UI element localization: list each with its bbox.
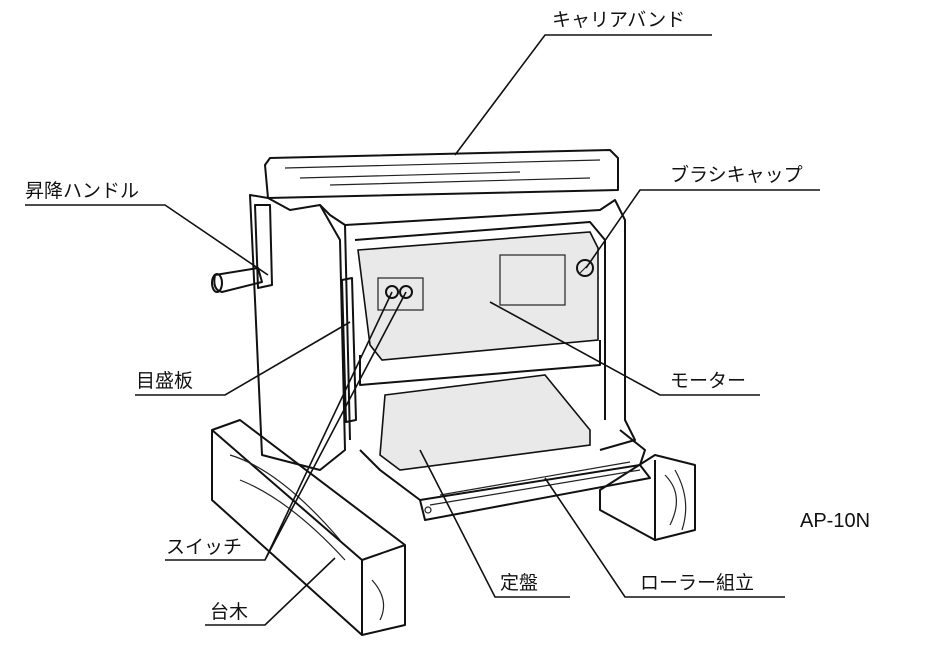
label-carrier-band: キャリアバンド (552, 9, 686, 31)
brush-cap (576, 259, 594, 277)
machine-body (211, 149, 651, 521)
label-brush-cap: ブラシキャップ (670, 164, 803, 186)
leader-motor (489, 301, 760, 396)
motor-nameplate (499, 254, 566, 306)
lift-handle (254, 204, 273, 289)
label-base-block: 台木 (210, 601, 249, 623)
scale-plate (341, 277, 357, 423)
leader-carrier-band (454, 34, 712, 156)
leader-scale-plate (135, 321, 351, 396)
switch-button-on (385, 285, 399, 299)
leader-roller-assembly (544, 477, 785, 598)
label-lift-handle: 昇降ハンドル (25, 180, 140, 202)
base-block-right (599, 454, 696, 541)
leader-base-block (205, 557, 336, 626)
label-roller-assembly: ローラー組立 (640, 572, 755, 594)
leader-switch (165, 291, 407, 561)
label-motor: モーター (670, 370, 747, 392)
label-table: 定盤 (500, 572, 539, 594)
leader-lines (25, 34, 820, 626)
table-surface (379, 374, 591, 471)
roller-assembly (429, 461, 641, 506)
label-scale-plate: 目盛板 (136, 370, 194, 392)
switch-plate (377, 277, 424, 311)
leader-brush-cap (585, 189, 820, 269)
label-switch: スイッチ (166, 536, 243, 558)
switch-button-off (399, 285, 413, 299)
leader-table (419, 449, 570, 598)
leader-lift-handle (25, 204, 269, 276)
model-number: AP-10N (800, 510, 871, 532)
